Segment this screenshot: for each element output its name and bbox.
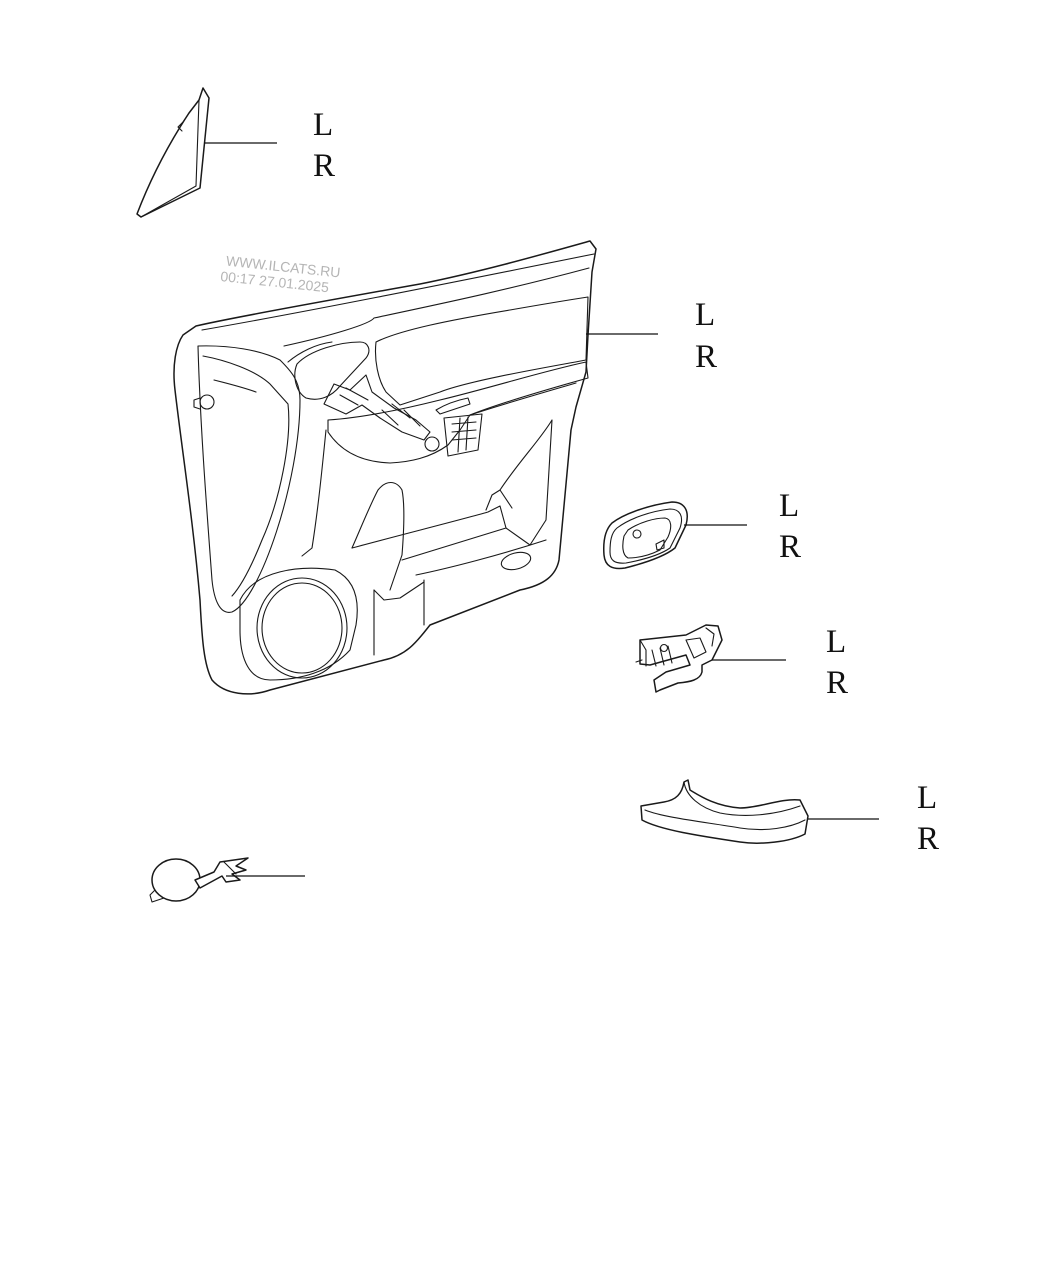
label-right: R (695, 339, 717, 375)
label-right: R (779, 529, 801, 565)
armrest-pull-handle[interactable] (640, 779, 809, 844)
label-left: L (313, 107, 333, 143)
label-left: L (826, 624, 846, 660)
hole-cap-clip[interactable] (149, 857, 249, 903)
label-left: L (779, 488, 799, 524)
door-trim-panel[interactable] (173, 240, 597, 695)
label-left: L (917, 780, 937, 816)
inner-handle-bezel[interactable] (603, 501, 688, 570)
label-right: R (313, 148, 335, 184)
mirror-corner-trim[interactable] (136, 87, 210, 218)
label-right: R (917, 821, 939, 857)
watermark: WWW.ILCATS.RU 00:17 27.01.2025 (220, 253, 342, 296)
label-right: R (826, 665, 848, 701)
inner-door-handle[interactable] (635, 624, 723, 693)
label-left: L (695, 297, 715, 333)
